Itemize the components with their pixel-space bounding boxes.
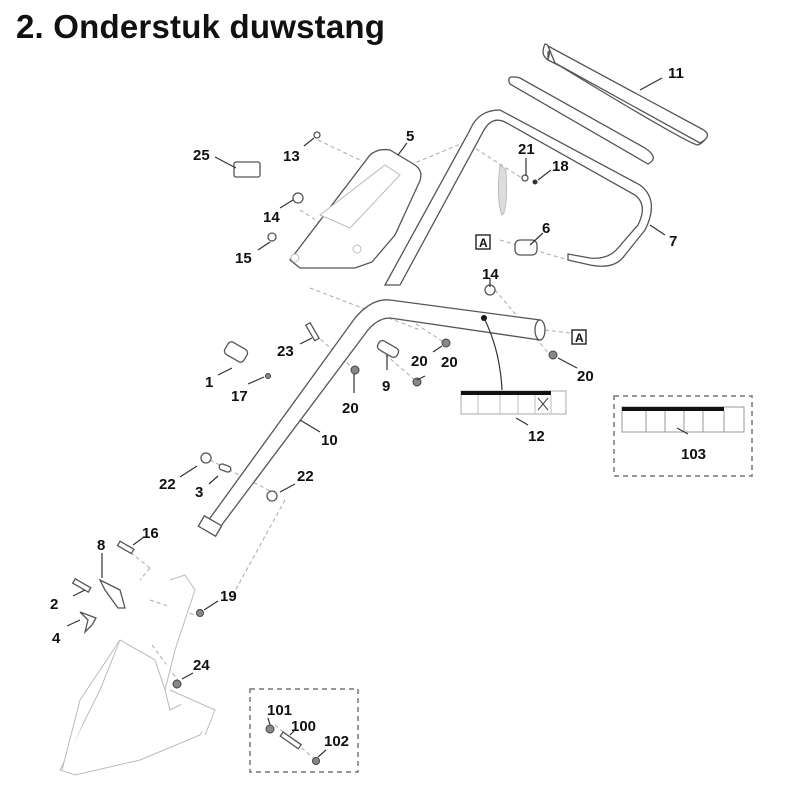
callout-9: 9 [382, 378, 390, 395]
part-10-lower-handle [197, 299, 546, 538]
callout-17: 17 [231, 388, 248, 405]
callout-20-a: 20 [411, 353, 428, 370]
callout-23: 23 [277, 343, 294, 360]
callout-6: 6 [542, 220, 550, 237]
callout-21: 21 [518, 141, 535, 158]
callout-13: 13 [283, 148, 300, 165]
svg-text:A: A [479, 236, 488, 250]
part-5-cover [289, 148, 422, 269]
mower-deck-outline [59, 574, 216, 776]
callout-19: 19 [220, 588, 237, 605]
callout-10: 10 [321, 432, 338, 449]
callout-8: 8 [97, 537, 105, 554]
callout-15: 15 [235, 250, 252, 267]
callout-20-b: 20 [441, 354, 458, 371]
kit-100-box [249, 688, 359, 773]
callout-12: 12 [528, 428, 545, 445]
callout-22-a: 22 [159, 476, 176, 493]
callout-14: 14 [263, 209, 280, 226]
callout-22-b: 22 [297, 468, 314, 485]
callout-labels: 11 5 25 13 21 18 14 6 7 15 14 23 20 20 2… [50, 65, 706, 750]
cable-line [483, 317, 503, 391]
callout-101: 101 [267, 702, 292, 719]
svg-text:A: A [575, 331, 584, 345]
reference-marker-a-2: A [571, 329, 587, 345]
callout-14b: 14 [482, 266, 499, 283]
callout-20-c: 20 [577, 368, 594, 385]
part-7-upper-handle [383, 76, 654, 286]
callout-16: 16 [142, 525, 159, 542]
callout-7: 7 [669, 233, 677, 250]
small-parts [71, 131, 558, 689]
callout-leaders [66, 77, 689, 758]
part-11-top-bar [542, 43, 709, 146]
callout-102: 102 [324, 733, 349, 750]
callout-25: 25 [193, 147, 210, 164]
callout-2: 2 [50, 596, 58, 613]
part-12-decal [460, 390, 567, 415]
callout-11: 11 [668, 65, 684, 82]
callout-100: 100 [291, 718, 316, 735]
callout-24: 24 [193, 657, 210, 674]
page-title: 2. Onderstuk duwstang [16, 8, 386, 45]
reference-marker-a-1: A [475, 234, 491, 250]
callout-103: 103 [681, 446, 706, 463]
callout-3: 3 [195, 484, 203, 501]
callout-5: 5 [406, 128, 414, 145]
callout-20-d: 20 [342, 400, 359, 417]
callout-4: 4 [52, 630, 61, 647]
callout-18: 18 [552, 158, 569, 175]
kit-103-box [613, 395, 753, 477]
callout-1: 1 [205, 374, 213, 391]
